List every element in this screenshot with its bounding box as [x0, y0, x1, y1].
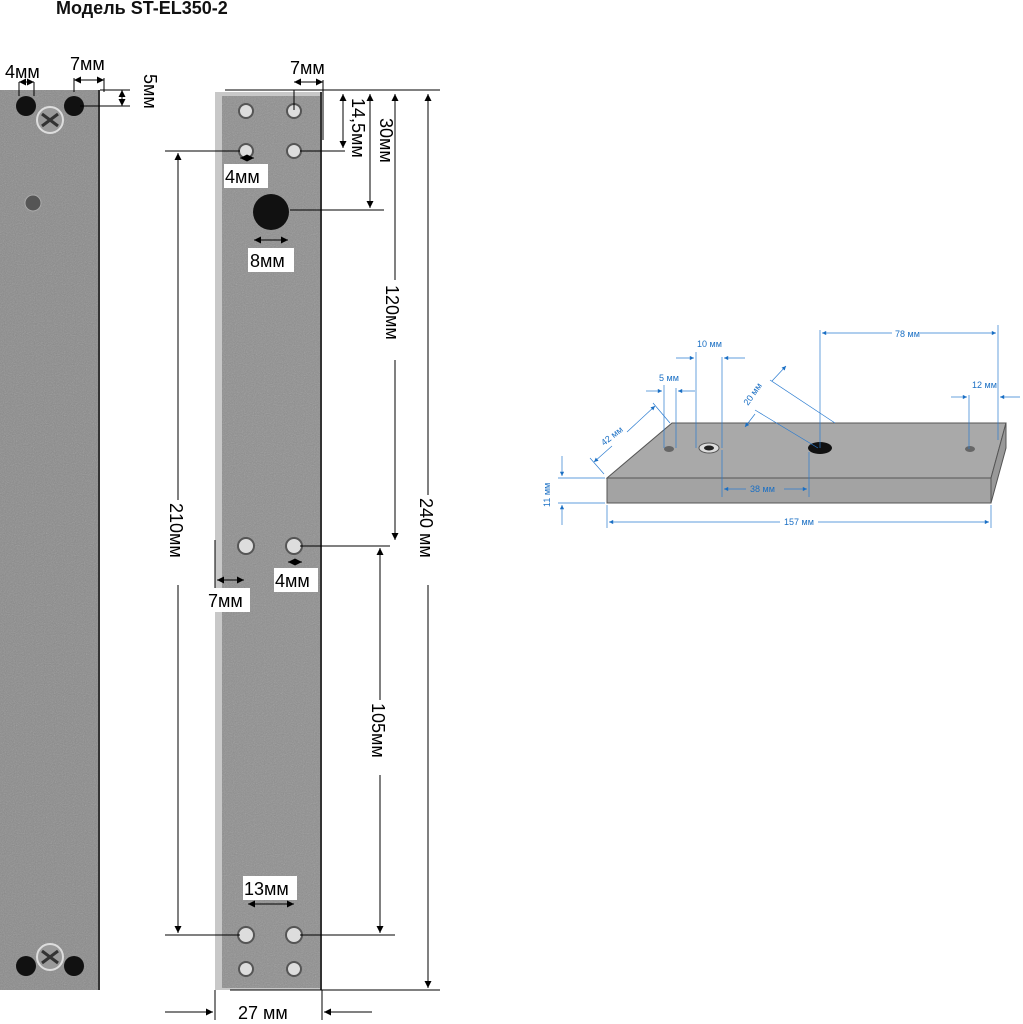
front-bar	[215, 92, 322, 990]
dim-10mm: 10 мм	[697, 339, 722, 349]
dim-30mm: 30мм	[376, 118, 396, 163]
dim-210mm: 210мм	[166, 503, 186, 558]
dim-27mm: 27 мм	[238, 1003, 288, 1023]
left-bar	[0, 90, 100, 990]
dim-11mm: 11 мм	[542, 483, 552, 507]
dim-5mm: 5мм	[140, 74, 160, 109]
dim-78mm: 78 мм	[895, 329, 920, 339]
dim-7mm-top: 7мм	[290, 58, 325, 78]
hole	[16, 956, 36, 976]
iso-part	[605, 422, 1007, 504]
dim-4mm: 4мм	[5, 62, 40, 82]
dim-13mm: 13мм	[244, 879, 289, 899]
dim-120mm: 120мм	[382, 285, 402, 340]
dim-8mm: 8мм	[250, 251, 285, 271]
dim-105mm: 105мм	[368, 703, 388, 758]
dim-7mm: 7мм	[70, 54, 105, 74]
dim-38mm: 38 мм	[750, 484, 775, 494]
model-title: Модель ST-EL350-2	[56, 0, 228, 18]
dim-5mm-iso: 5 мм	[659, 373, 679, 383]
hole	[64, 96, 84, 116]
dim-7mm-mid: 7мм	[208, 591, 243, 611]
cable-hole	[253, 194, 289, 230]
rivet	[24, 194, 42, 212]
hole	[64, 956, 84, 976]
dim-4mm-mid: 4мм	[275, 571, 310, 591]
dim-240mm: 240 мм	[416, 498, 436, 558]
dim-42mm: 42 мм	[599, 424, 625, 447]
dim-4mm-top: 4мм	[225, 167, 260, 187]
hole	[16, 96, 36, 116]
front-bar-dimensions: 7мм 14,5мм 30мм 4мм 8мм 120мм 240 мм 210…	[165, 58, 441, 1023]
dim-14-5mm: 14,5мм	[348, 98, 368, 158]
dim-157mm: 157 мм	[784, 517, 814, 527]
dim-12mm: 12 мм	[972, 380, 997, 390]
dim-20mm: 20 мм	[741, 381, 763, 407]
left-bar-dimensions: 4мм 7мм 5мм	[5, 54, 160, 109]
